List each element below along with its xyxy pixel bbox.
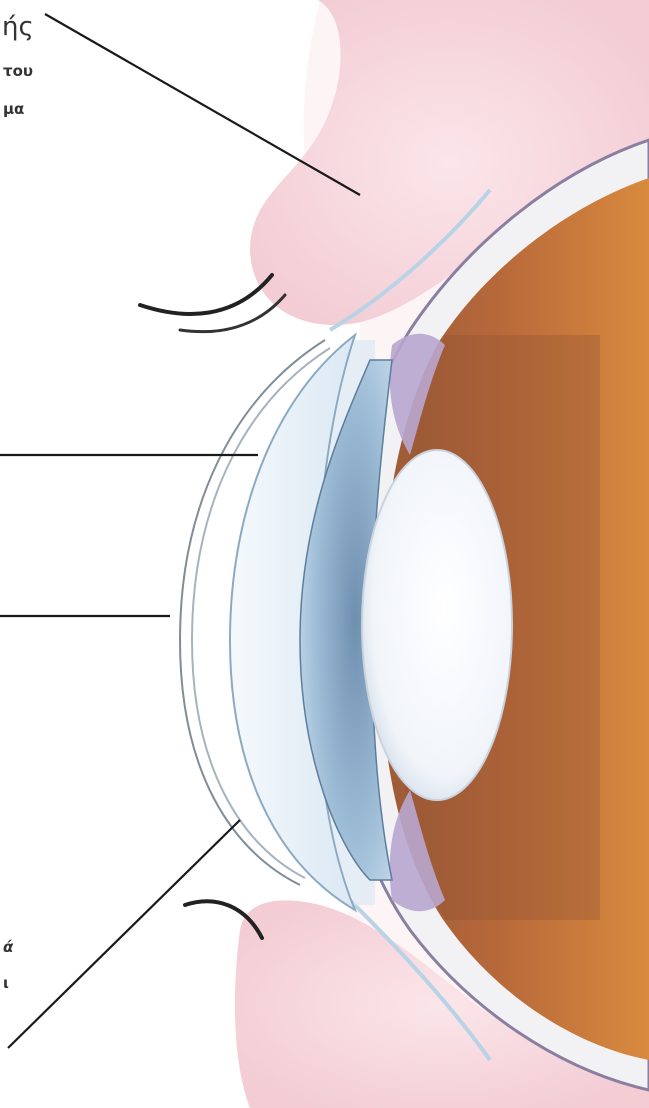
label-fragment-top-line2: του xyxy=(3,64,33,79)
eyelash-upper-1 xyxy=(140,275,272,314)
lens xyxy=(362,450,512,800)
leader-line-conjunctiva xyxy=(8,820,240,1048)
label-fragment-top-line1: ής xyxy=(2,14,34,40)
label-fragment-top-line3: μα xyxy=(3,102,24,117)
label-fragment-bottom-line2: ι xyxy=(3,976,9,991)
label-fragment-bottom-line1: ά xyxy=(3,940,13,955)
